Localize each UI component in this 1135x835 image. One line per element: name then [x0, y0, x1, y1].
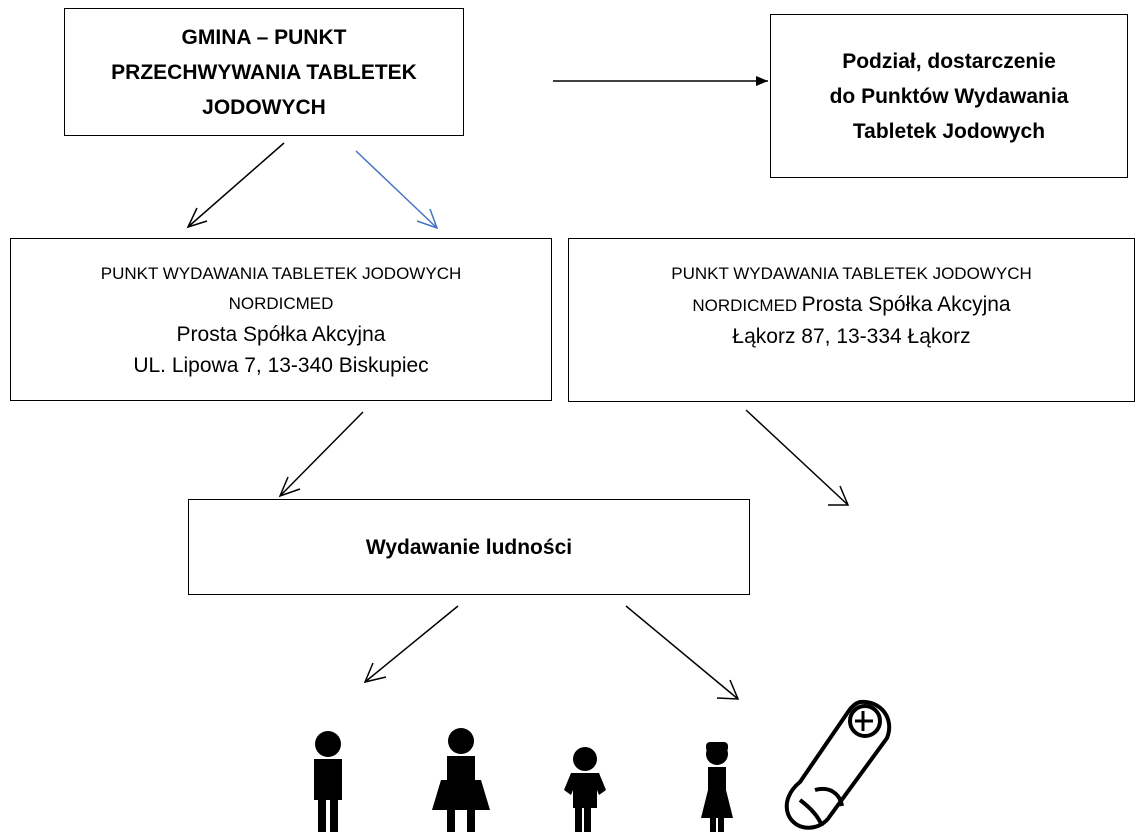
punkt1-line-4: UL. Lipowa 7, 13-340 Biskupiec: [133, 354, 429, 377]
podzial-line-2: do Punktów Wydawania: [829, 84, 1069, 108]
punkt2-line-1: PUNKT WYDAWANIA TABLETEK JODOWYCH: [671, 264, 1032, 283]
punkt1-line-3: Prosta Spółka Akcyjna: [176, 323, 386, 346]
gmina-line-3: JODOWYCH: [202, 95, 326, 119]
podzial-line-3: Tabletek Jodowych: [852, 119, 1046, 143]
wydawanie-label: Wydawanie ludności: [365, 535, 573, 559]
punkt2-line-3: Łąkorz 87, 13-334 Łąkorz: [732, 325, 971, 348]
infant-icon: [784, 699, 892, 830]
podzial-line-1: Podział, dostarczenie: [842, 49, 1056, 73]
edge-punkt2-wydawanie: [745, 409, 850, 506]
woman-icon: [432, 728, 490, 832]
punkt1-line-2: NORDICMED: [228, 294, 334, 313]
gmina-line-2: PRZECHWYWANIA TABLETEK: [111, 60, 417, 84]
edge-wydawanie-population-left: [363, 605, 459, 684]
boy-icon: [564, 747, 606, 832]
edge-punkt1-wydawanie: [278, 411, 364, 498]
node-punkt-biskupiec: PUNKT WYDAWANIA TABLETEK JODOWYCH NORDIC…: [10, 238, 552, 401]
edge-gmina-punkt1-blue: [355, 150, 439, 230]
node-punkt-lakorz: PUNKT WYDAWANIA TABLETEK JODOWYCH NORDIC…: [568, 238, 1135, 402]
man-icon: [314, 731, 342, 832]
punkt1-line-1: PUNKT WYDAWANIA TABLETEK JODOWYCH: [100, 264, 462, 283]
punkt2-line-2-prefix: NORDICMED: [692, 296, 798, 315]
edge-wydawanie-population-right: [625, 605, 740, 700]
punkt2-line-2-suffix: Prosta Spółka Akcyjna: [801, 293, 1011, 316]
gmina-line-1: GMINA – PUNKT: [181, 25, 347, 49]
node-wydawanie: Wydawanie ludności: [188, 499, 750, 595]
girl-icon: [701, 742, 733, 832]
node-gmina: GMINA – PUNKT PRZECHWYWANIA TABLETEK JOD…: [64, 8, 464, 136]
punkt2-line-2: NORDICMED Prosta Spółka Akcyjna: [692, 289, 1010, 321]
edge-gmina-punkt1: [186, 142, 285, 229]
node-podzial: Podział, dostarczenie do Punktów Wydawan…: [770, 14, 1128, 178]
